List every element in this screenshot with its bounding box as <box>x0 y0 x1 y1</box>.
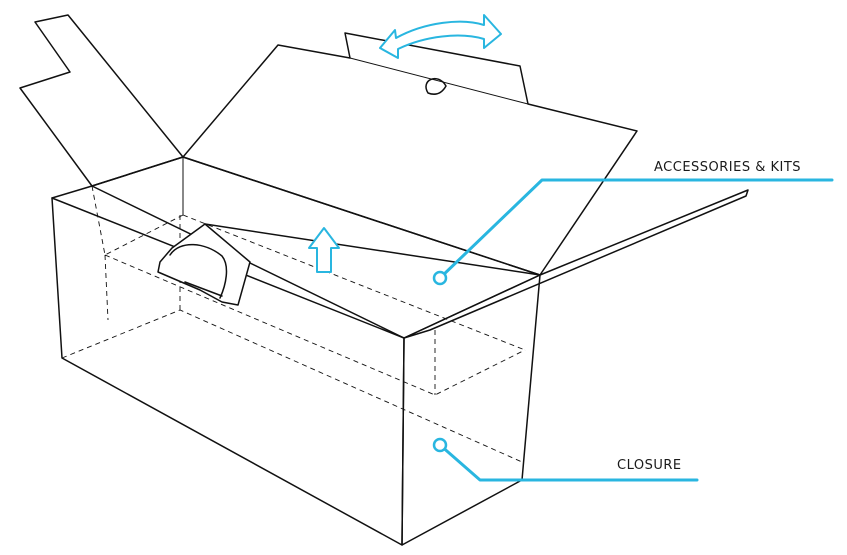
accessories-kits-label: ACCESSORIES & KITS <box>654 160 802 175</box>
accessories-callout-dot <box>432 270 448 286</box>
thumb-notch <box>425 77 447 95</box>
rotate-arrow-icon <box>379 14 502 59</box>
tuck-flap-edge <box>204 223 541 276</box>
handle-cutout <box>169 243 228 299</box>
closure-callout-dot <box>432 437 448 453</box>
front-tuck-flap <box>157 223 251 306</box>
closure-label: CLOSURE <box>617 458 682 473</box>
closure-callout-line <box>438 443 699 482</box>
left-flap <box>19 14 184 187</box>
back-lid-flap <box>182 32 638 276</box>
tuck-tab-fold <box>349 57 529 105</box>
lift-arrow-icon <box>308 227 340 273</box>
accessories-callout-line <box>438 178 834 280</box>
box-right-side <box>401 274 541 546</box>
